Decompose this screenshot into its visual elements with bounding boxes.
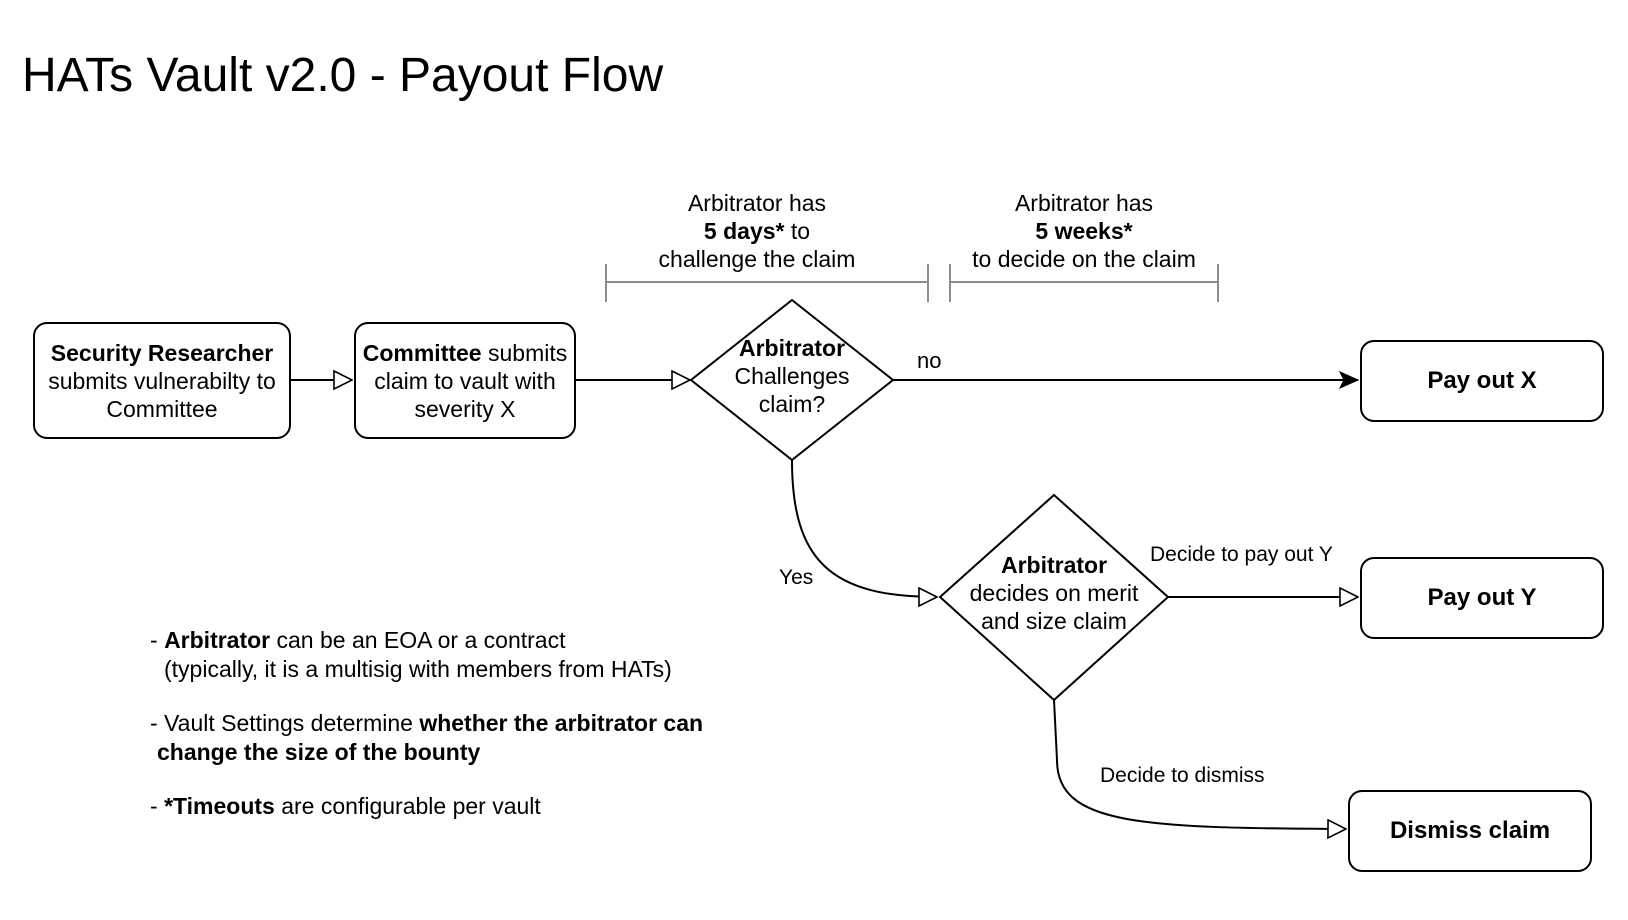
note-timeouts-bold: *Timeouts (164, 793, 275, 819)
decide-decision-diamond (938, 493, 1170, 702)
challenge-decision-line3: claim? (758, 391, 826, 417)
decide-window-line2: 5 weeks* (972, 217, 1196, 245)
note-arbitrator: - Arbitrator can be an EOA or a contract… (150, 626, 703, 684)
dismiss-claim-node: Dismiss claim (1348, 790, 1592, 872)
decide-window-duration: 5 weeks* (1035, 218, 1133, 244)
pay-out-x-label: Pay out X (1427, 367, 1537, 394)
edge-label-dismiss: Decide to dismiss (1100, 764, 1265, 787)
pay-out-y-node: Pay out Y (1360, 557, 1604, 639)
committee-text: submits claim to vault with severity X (374, 339, 568, 422)
challenge-window-line1: Arbitrator has (687, 190, 827, 216)
note-vault-settings-prefix: - Vault Settings determine (150, 710, 420, 736)
edge-label-pay-y: Decide to pay out Y (1150, 543, 1333, 566)
note-timeouts: - *Timeouts are configurable per vault (150, 792, 703, 821)
committee-bold: Committee (362, 339, 482, 366)
challenge-window-line3: challenge the claim (658, 246, 856, 272)
decide-decision-text: Arbitrator decides on merit and size cla… (970, 551, 1139, 635)
challenge-window-line2: 5 days* to (659, 217, 856, 245)
note-arbitrator-prefix: - (150, 627, 165, 653)
page-title: HATs Vault v2.0 - Payout Flow (22, 49, 664, 102)
note-vault-settings-bold2: change the size of the bounty (157, 739, 481, 765)
challenge-decision-line2: Challenges (734, 363, 850, 389)
note-vault-settings-bold: whether the arbitrator can (419, 710, 704, 736)
decide-decision-line3: and size claim (981, 608, 1127, 634)
challenge-window-annotation: Arbitrator has 5 days* to challenge the … (659, 189, 856, 273)
note-arbitrator-text: can be an EOA or a contract (270, 627, 566, 653)
decide-decision-line2: decides on merit (969, 580, 1139, 606)
challenge-window-suffix: to (784, 218, 811, 244)
challenge-window-duration: 5 days* (703, 218, 785, 244)
security-researcher-text: submits vulnerabilty to Committee (48, 367, 276, 422)
note-arbitrator-line2: (typically, it is a multisig with member… (164, 656, 672, 682)
edge-label-yes: Yes (779, 566, 814, 589)
challenge-window-bracket (605, 264, 929, 302)
committee-node: Committee submits claim to vault with se… (354, 322, 576, 439)
decide-decision-bold: Arbitrator (1000, 552, 1108, 578)
note-vault-settings: - Vault Settings determine whether the a… (150, 709, 703, 767)
challenge-decision-diamond (689, 298, 895, 462)
decide-window-line3: to decide on the claim (972, 246, 1196, 272)
security-researcher-bold: Security Researcher (50, 339, 274, 366)
edge-challenge-yes (791, 459, 937, 597)
note-timeouts-prefix: - (150, 793, 165, 819)
decide-window-line1: Arbitrator has (1014, 190, 1154, 216)
challenge-decision-text: Arbitrator Challenges claim? (734, 334, 849, 418)
note-timeouts-text: are configurable per vault (274, 793, 541, 819)
challenge-decision-bold: Arbitrator (738, 335, 846, 361)
edge-label-no: no (917, 348, 942, 373)
dismiss-claim-label: Dismiss claim (1389, 817, 1551, 844)
decide-window-bracket (949, 264, 1219, 302)
security-researcher-node: Security Researcher submits vulnerabilty… (33, 322, 291, 439)
edge-decide-dismiss (1053, 699, 1346, 829)
note-arbitrator-bold: Arbitrator (164, 627, 271, 653)
decide-window-annotation: Arbitrator has 5 weeks* to decide on the… (972, 189, 1196, 273)
pay-out-x-node: Pay out X (1360, 340, 1604, 422)
pay-out-y-label: Pay out Y (1427, 584, 1537, 611)
notes-block: - Arbitrator can be an EOA or a contract… (150, 626, 703, 846)
